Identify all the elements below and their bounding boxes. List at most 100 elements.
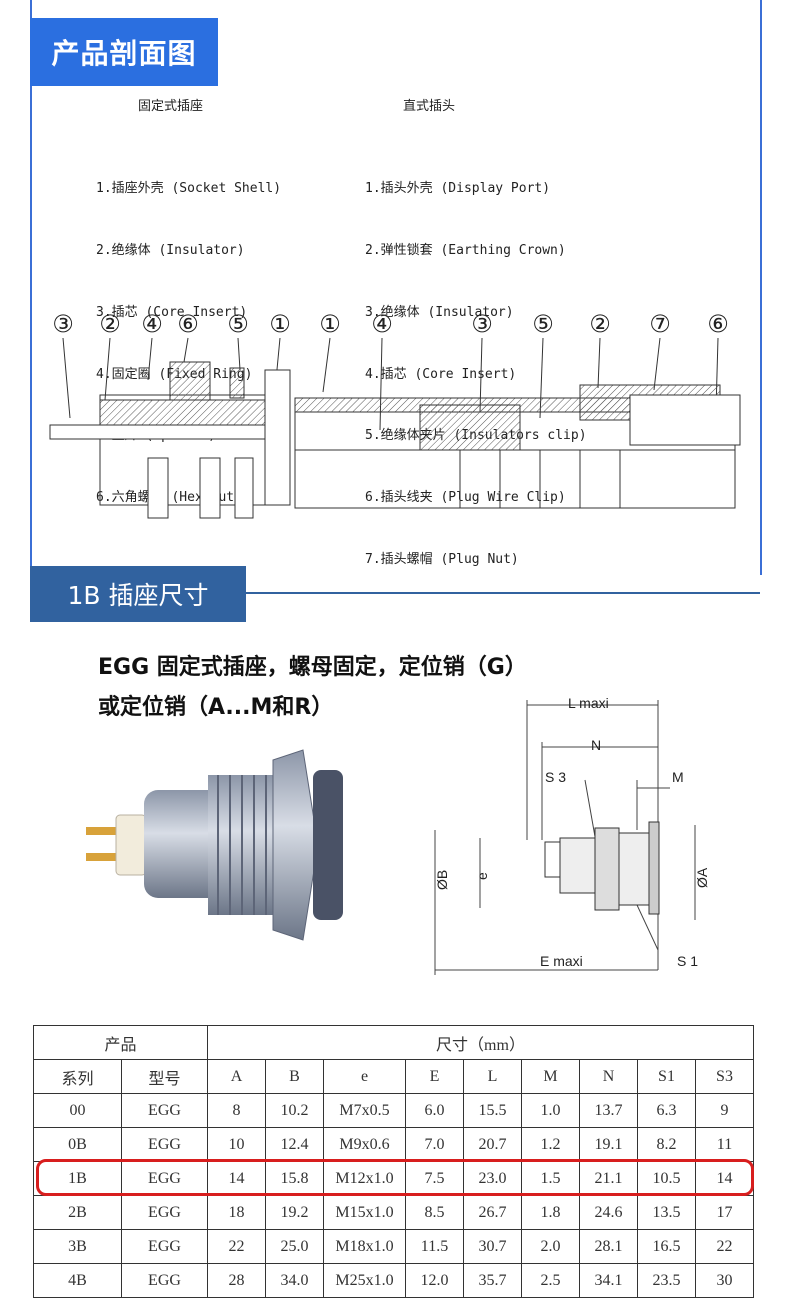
cell: 11	[695, 1127, 754, 1162]
cell: 14	[207, 1161, 266, 1196]
cell: 30	[695, 1263, 754, 1298]
callout-label: ⑤	[227, 310, 249, 338]
callout-label: ④	[371, 310, 393, 338]
left-column-title: 固定式插座	[138, 99, 204, 114]
dim-label-l-maxi: L maxi	[568, 695, 609, 711]
cell: 24.6	[579, 1195, 638, 1230]
cell: 6.0	[405, 1093, 464, 1128]
list-item: 7.插头螺帽 (Plug Nut)	[365, 551, 519, 567]
cell: 11.5	[405, 1229, 464, 1264]
cell: 19.1	[579, 1127, 638, 1162]
callout-label: ③	[52, 310, 74, 338]
cell: 2B	[33, 1195, 122, 1230]
cell: 12.0	[405, 1263, 464, 1298]
cell: 10.5	[637, 1161, 696, 1196]
cell: EGG	[121, 1195, 208, 1230]
cell: 2.0	[521, 1229, 580, 1264]
row-highlight-1b	[36, 1159, 754, 1196]
group-product: 产品	[33, 1025, 208, 1060]
cell: 23.5	[637, 1263, 696, 1298]
cell: 9	[695, 1093, 754, 1128]
col-header: S1	[637, 1059, 696, 1094]
cell: 1B	[33, 1161, 122, 1196]
cell: 13.5	[637, 1195, 696, 1230]
col-header: e	[323, 1059, 406, 1094]
cell: 7.0	[405, 1127, 464, 1162]
cell: M12x1.0	[323, 1161, 406, 1196]
cell: M15x1.0	[323, 1195, 406, 1230]
col-header: A	[207, 1059, 266, 1094]
product-description: EGG 固定式插座，螺母固定，定位销（G） 或定位销（A...M和R）	[98, 648, 527, 728]
cell: 10.2	[265, 1093, 324, 1128]
cell: M25x1.0	[323, 1263, 406, 1298]
cell: 30.7	[463, 1229, 522, 1264]
cell: 4B	[33, 1263, 122, 1298]
dim-label-e-maxi: E maxi	[540, 953, 583, 969]
cell: 28	[207, 1263, 266, 1298]
section-header-cross-section: 产品剖面图	[30, 18, 218, 86]
list-item: 1.插头外壳 (Display Port)	[365, 181, 551, 197]
table-header-row: 系列 型号 A B e E L M N S1 S3	[33, 1059, 754, 1094]
cell: 26.7	[463, 1195, 522, 1230]
cell: 12.4	[265, 1127, 324, 1162]
cell: 13.7	[579, 1093, 638, 1128]
frame-line-left	[30, 0, 32, 575]
cell: 3B	[33, 1229, 122, 1264]
cell: 0B	[33, 1127, 122, 1162]
cell: 16.5	[637, 1229, 696, 1264]
cell: 8	[207, 1093, 266, 1128]
cell: 21.1	[579, 1161, 638, 1196]
callout-label: ⑤	[532, 310, 554, 338]
right-column-title: 直式插头	[403, 99, 456, 114]
col-header: E	[405, 1059, 464, 1094]
section-header-1b-dimensions: 1B 插座尺寸	[30, 566, 246, 622]
list-item: 4.插芯 (Core Insert)	[365, 366, 517, 382]
cell: 25.0	[265, 1229, 324, 1264]
cell: 34.0	[265, 1263, 324, 1298]
cell: 1.2	[521, 1127, 580, 1162]
table-group-header: 产品 尺寸（mm）	[33, 1025, 754, 1060]
cell: 22	[207, 1229, 266, 1264]
group-dims: 尺寸（mm）	[207, 1025, 754, 1060]
section-divider	[246, 592, 760, 594]
dim-label-m: M	[672, 769, 684, 785]
dimension-drawing: L maxi N S 3 M E maxi S 1 ØB e ØA	[434, 695, 710, 975]
cell: 17	[695, 1195, 754, 1230]
list-item: 2.弹性锁套 (Earthing Crown)	[365, 242, 566, 258]
cell: 10	[207, 1127, 266, 1162]
product-photo	[86, 749, 343, 941]
list-item: 3.插芯 (Core Insert)	[96, 304, 248, 320]
cell: 00	[33, 1093, 122, 1128]
col-header: S3	[695, 1059, 754, 1094]
callout-label: ⑦	[649, 310, 671, 338]
list-item: 2.绝缘体 (Insulator)	[96, 242, 245, 258]
cell: 6.3	[637, 1093, 696, 1128]
col-header: 系列	[33, 1059, 122, 1094]
callout-label: ⑥	[707, 310, 729, 338]
callout-label: ①	[319, 310, 341, 338]
cell: M18x1.0	[323, 1229, 406, 1264]
dim-label-b: ØB	[434, 870, 450, 890]
cell: 8.5	[405, 1195, 464, 1230]
cell: 2.5	[521, 1263, 580, 1298]
col-header: N	[579, 1059, 638, 1094]
col-header: L	[463, 1059, 522, 1094]
callout-label: ⑥	[177, 310, 199, 338]
cell: EGG	[121, 1229, 208, 1264]
description-line-1: EGG 固定式插座，螺母固定，定位销（G）	[98, 655, 527, 680]
dim-label-e: e	[474, 872, 490, 880]
cell: 7.5	[405, 1161, 464, 1196]
cell: M9x0.6	[323, 1127, 406, 1162]
cell: EGG	[121, 1127, 208, 1162]
dim-label-s3: S 3	[545, 769, 566, 785]
cell: 1.0	[521, 1093, 580, 1128]
list-item: 3.绝缘体 (Insulator)	[365, 304, 514, 320]
cell: 1.8	[521, 1195, 580, 1230]
dim-label-s1: S 1	[677, 953, 698, 969]
